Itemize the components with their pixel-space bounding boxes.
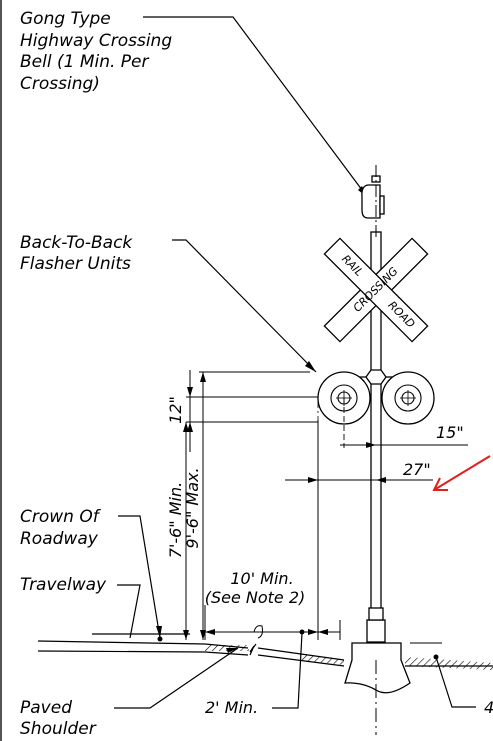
embankment-top	[257, 647, 345, 661]
shoulder-callout: Paved Shoulder	[20, 698, 97, 739]
dim-lamp-offset: 15"	[436, 423, 464, 442]
crown-point	[157, 636, 163, 642]
dim-min-clearance: 7'-6" Min.	[166, 482, 185, 558]
cutoff-point	[433, 654, 439, 660]
dim-unit-offset: 27"	[403, 460, 431, 479]
bell-bracket	[379, 195, 385, 215]
leader-lines	[114, 16, 476, 709]
crown-callout-line-2: Roadway	[20, 529, 99, 549]
shoulder-callout-line-2: Shoulder	[20, 719, 97, 739]
annotation-arrow	[432, 455, 491, 491]
ground-hatching-left	[300, 654, 344, 665]
travelway-callout: Travelway	[20, 575, 107, 595]
flasher-leader	[172, 239, 317, 373]
flasher-arrowhead	[305, 361, 316, 372]
dim-lateral-min: 10' Min.	[230, 569, 293, 588]
crown-callout-line-1: Crown Of	[20, 507, 102, 527]
travelway-leader	[117, 584, 141, 639]
crossbuck-board-railroad	[323, 237, 429, 343]
break-symbol	[249, 643, 257, 656]
mast-base-collar	[366, 619, 386, 643]
ground-hatching-right	[405, 657, 493, 670]
flasher-right-lens-outer	[394, 384, 422, 412]
dim-lateral-note: (See Note 2)	[205, 588, 306, 607]
shoulder-callout-line-1: Paved	[20, 698, 72, 718]
shoulder-leader	[114, 647, 239, 709]
mast-mid-collar	[368, 607, 384, 621]
foundation-outline	[344, 642, 411, 694]
bell-callout-line-3: Bell (1 Min. Per	[20, 52, 150, 72]
dim-cutoff-label: 4	[484, 698, 493, 717]
flasher-callout-line-1: Back-To-Back	[20, 233, 133, 253]
bell-callout: Gong Type Highway Crossing Bell (1 Min. …	[20, 9, 172, 94]
bell-housing	[361, 184, 381, 219]
bell-callout-line-1: Gong Type	[20, 9, 111, 29]
flasher-callout-line-2: Flasher Units	[20, 254, 131, 274]
embankment-bottom	[257, 654, 345, 667]
flasher-junction-box	[365, 369, 387, 385]
dim-max-clearance: 9'-6" Max.	[183, 467, 202, 548]
dim-shoulder-min: 2' Min.	[205, 698, 258, 717]
road-surface-bottom	[37, 650, 206, 653]
shoulder-surface-bottom	[204, 651, 249, 656]
bell-leader	[143, 16, 369, 199]
crown-callout: Crown Of Roadway	[20, 507, 102, 549]
road-surface-top	[37, 640, 206, 645]
flasher-right	[381, 371, 435, 425]
crown-leader	[118, 515, 161, 639]
two-ft-leader	[272, 632, 303, 709]
shoulder-hatching	[205, 645, 249, 651]
crown-arrowhead	[156, 626, 162, 638]
bell-callout-line-2: Highway Crossing	[20, 31, 172, 51]
dimension-arrowheads	[183, 372, 386, 640]
cutoff-leader	[435, 656, 476, 708]
dim-lamp-height: 12"	[166, 396, 185, 424]
flasher-callout: Back-To-Back Flasher Units	[20, 233, 133, 274]
foundation	[344, 642, 411, 694]
bell-callout-line-4: Crossing)	[20, 74, 100, 94]
dimension-break-symbol	[253, 625, 263, 639]
